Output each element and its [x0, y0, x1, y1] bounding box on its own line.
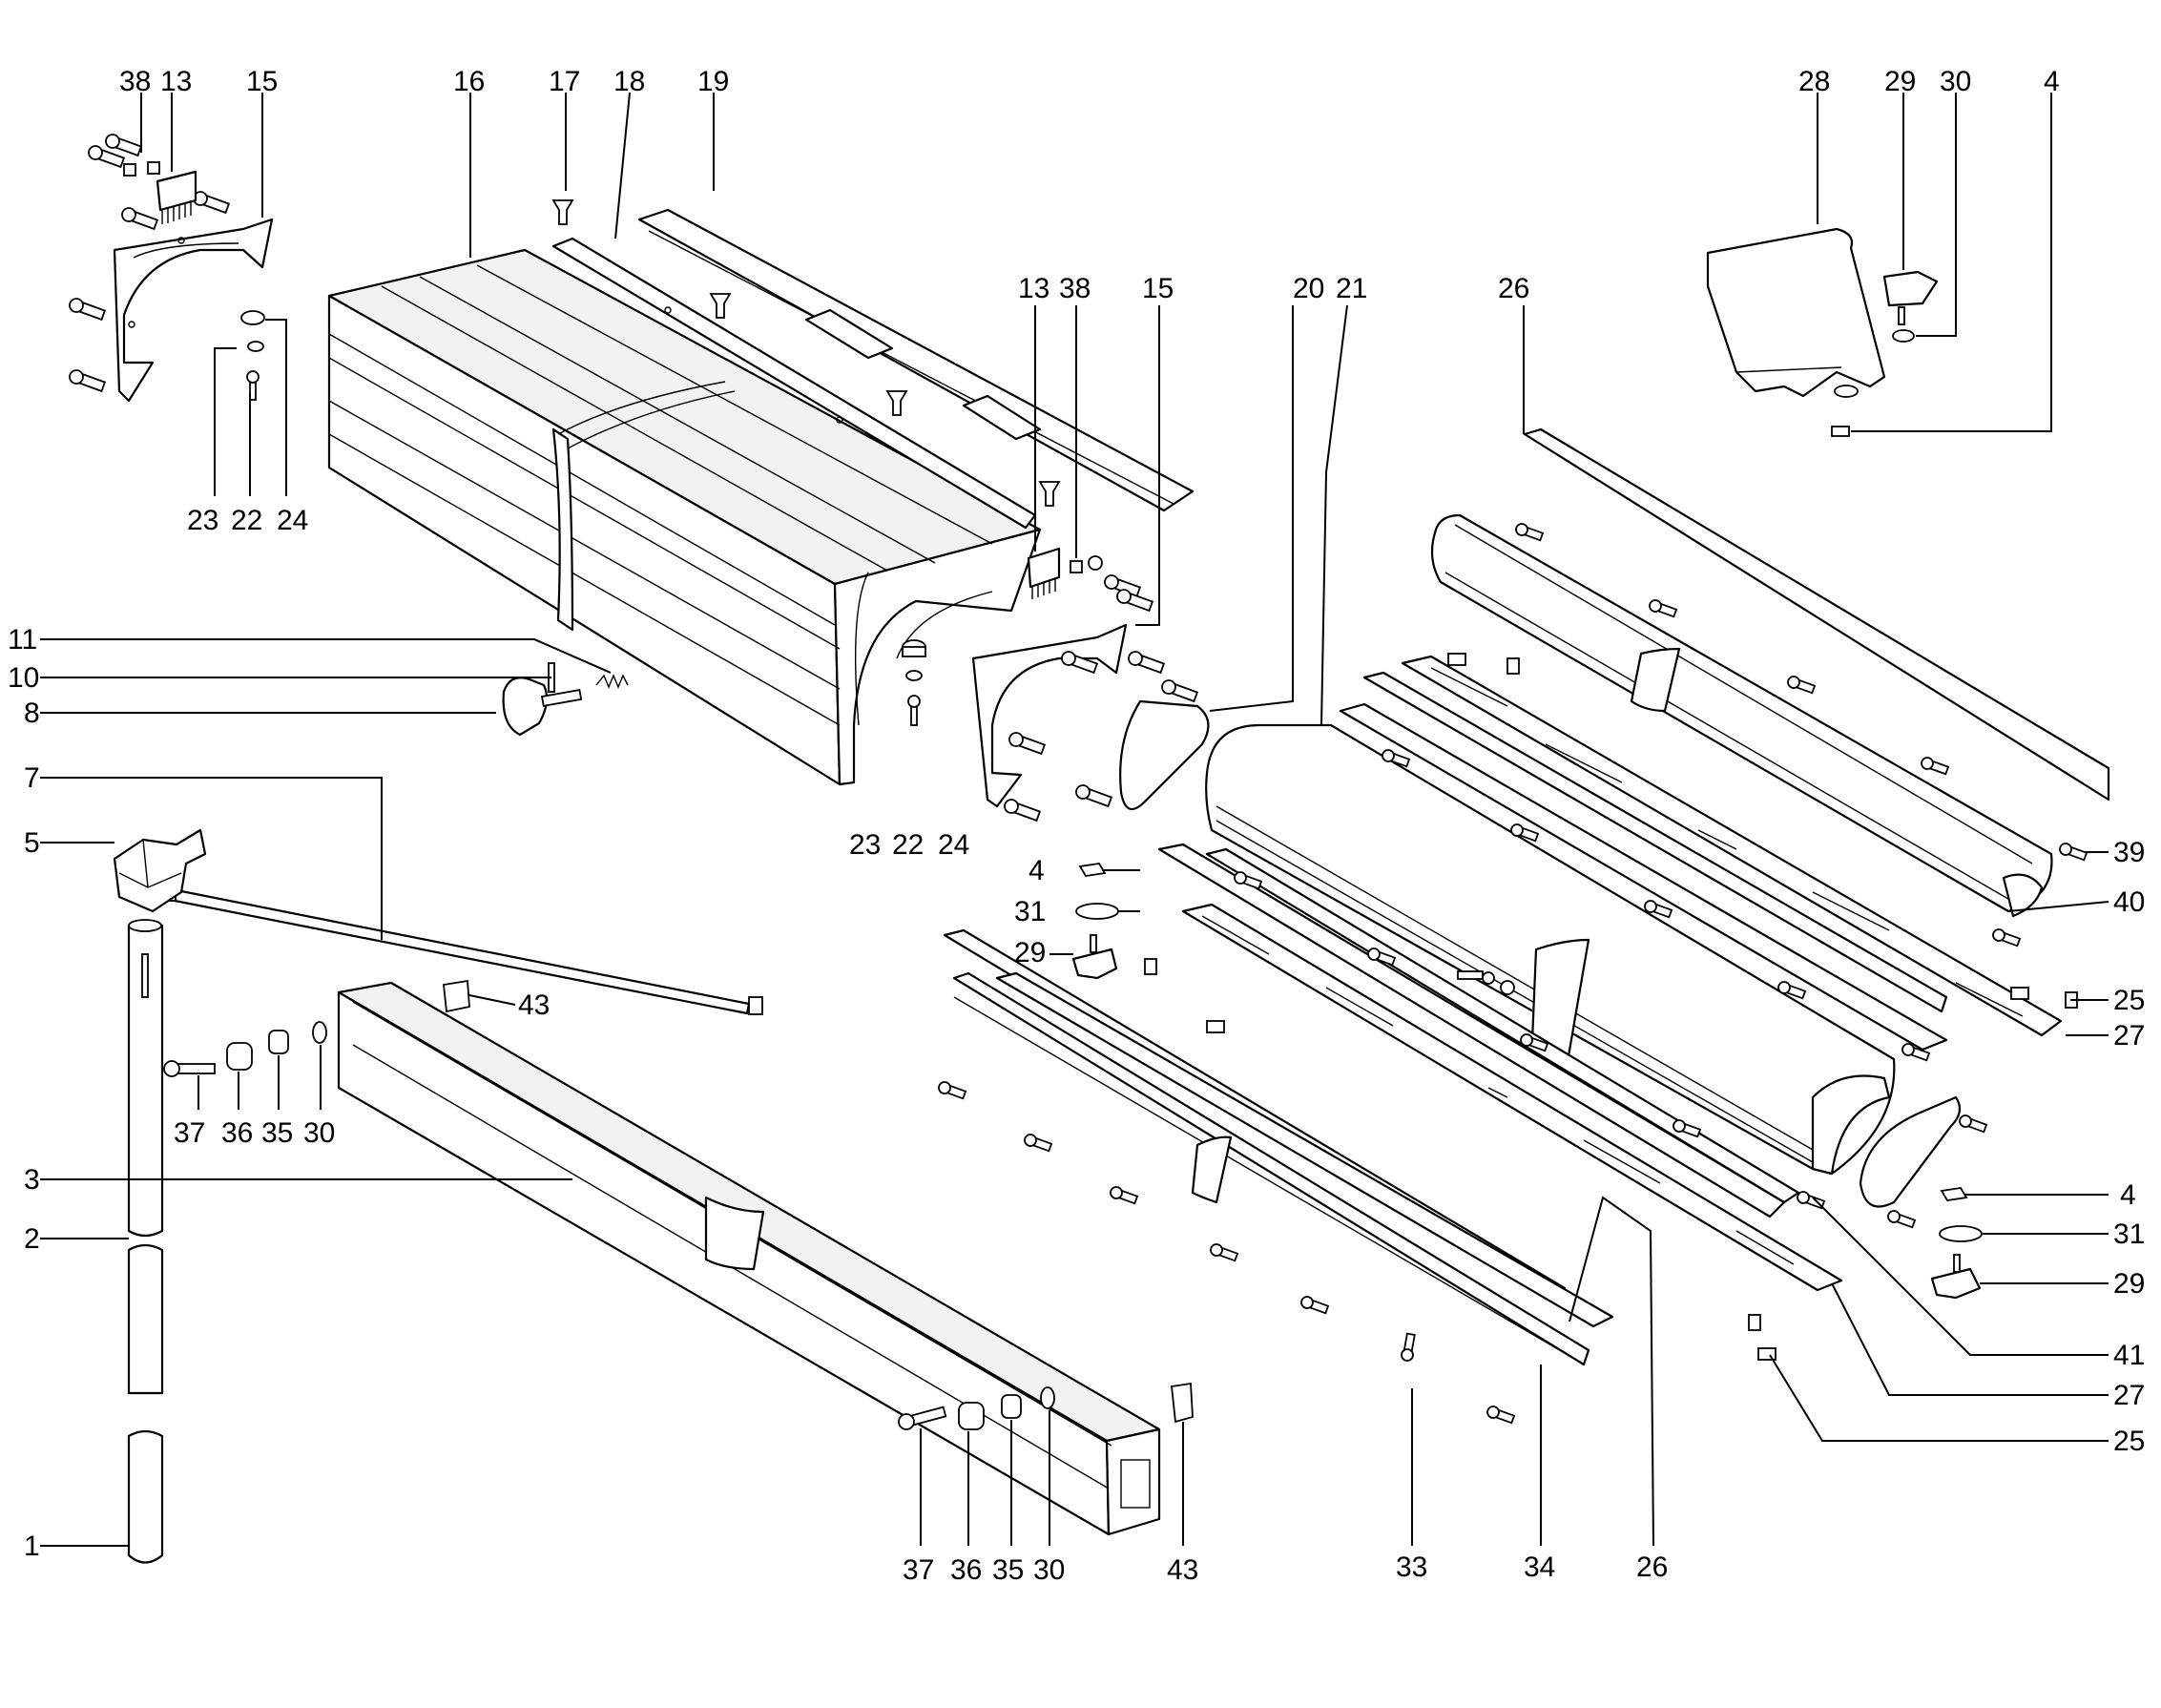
label-28: 28 — [1798, 66, 1830, 97]
label-31b: 31 — [2113, 1219, 2145, 1250]
label-34: 34 — [1524, 1552, 1555, 1583]
strip-upper-middle — [1339, 671, 1948, 1052]
label-22a: 22 — [231, 505, 262, 536]
screws-17 — [551, 199, 1061, 507]
label-26b: 26 — [1636, 1552, 1668, 1583]
label-11: 11 — [8, 624, 37, 656]
leader-lines — [40, 92, 2109, 1547]
label-29b: 29 — [1014, 937, 1046, 969]
cover-21 — [1205, 723, 1896, 1176]
knob-29-top — [1831, 270, 1939, 437]
endcap-20 — [1119, 699, 1210, 811]
label-35a: 35 — [261, 1117, 293, 1149]
label-1: 1 — [24, 1531, 40, 1562]
label-25b: 25 — [2113, 1426, 2145, 1457]
label-4a: 4 — [2044, 66, 2060, 97]
label-23a: 23 — [187, 505, 218, 536]
label-30c: 30 — [1033, 1554, 1065, 1586]
label-43b: 43 — [1167, 1554, 1198, 1586]
label-33: 33 — [1396, 1552, 1427, 1583]
label-15a: 15 — [246, 66, 278, 97]
label-31a: 31 — [1014, 896, 1046, 927]
rail-19 — [637, 208, 1195, 512]
label-17: 17 — [549, 66, 580, 97]
label-29c: 29 — [2113, 1268, 2145, 1300]
hardware-set-a — [163, 1021, 327, 1077]
label-43a: 43 — [518, 989, 550, 1021]
hardware-set-b — [898, 1386, 1055, 1430]
main-extrusion-16 — [327, 248, 1042, 786]
label-35b: 35 — [992, 1554, 1024, 1586]
tube-2 — [127, 919, 164, 1395]
label-2: 2 — [24, 1223, 40, 1255]
label-20: 20 — [1293, 273, 1324, 304]
label-23b: 23 — [849, 829, 881, 861]
label-3: 3 — [24, 1164, 40, 1196]
label-10: 10 — [8, 662, 39, 694]
hardware-set-middle — [1071, 863, 1119, 980]
label-36a: 36 — [221, 1117, 253, 1149]
label-37a: 37 — [174, 1117, 205, 1149]
label-30a: 30 — [1940, 66, 1971, 97]
part-number-labels: 38 13 15 16 17 18 19 23 22 24 13 38 15 2… — [8, 66, 2145, 1586]
endcap-right — [1859, 1095, 1962, 1208]
label-15b: 15 — [1142, 273, 1174, 304]
label-37b: 37 — [903, 1554, 934, 1586]
end-plate-right-15 — [971, 623, 1199, 823]
screws-top-left — [69, 134, 231, 393]
label-5: 5 — [24, 827, 40, 859]
label-27b: 27 — [2113, 1380, 2145, 1411]
clamp-5 — [113, 828, 207, 913]
label-4b: 4 — [1029, 855, 1045, 886]
strip-lower-middle — [1157, 843, 1800, 1219]
label-24a: 24 — [277, 505, 308, 536]
label-39: 39 — [2113, 837, 2145, 868]
label-8: 8 — [24, 698, 40, 729]
label-21: 21 — [1336, 273, 1367, 304]
cap-1 — [127, 1429, 164, 1564]
label-13b: 13 — [1018, 273, 1049, 304]
label-19: 19 — [697, 66, 729, 97]
label-40: 40 — [2113, 886, 2145, 918]
label-41: 41 — [2113, 1340, 2145, 1371]
label-4c: 4 — [2120, 1179, 2136, 1211]
label-7: 7 — [24, 762, 40, 794]
label-29a: 29 — [1884, 66, 1916, 97]
rail-26-top — [1523, 427, 2110, 802]
label-27a: 27 — [2113, 1020, 2145, 1052]
small-blocks — [1144, 653, 2078, 1361]
label-26a: 26 — [1498, 273, 1529, 304]
label-13a: 13 — [160, 66, 192, 97]
screws-scattered — [938, 523, 2088, 1425]
label-30b: 30 — [303, 1117, 335, 1149]
label-18: 18 — [613, 66, 645, 97]
knob-8-pin-10-spring-11 — [502, 662, 629, 737]
rail-34-26-lower — [943, 928, 1614, 1366]
strip-27-lower — [1181, 903, 1843, 1292]
strip-27-top — [1401, 655, 2063, 1037]
hardware-set-right — [1930, 1187, 1983, 1300]
end-plate-left — [113, 218, 274, 403]
label-16: 16 — [453, 66, 485, 97]
washer-screw-23-22-24-a — [240, 310, 265, 401]
housing-40 — [1430, 513, 2053, 918]
beam-3 — [337, 981, 1161, 1536]
clamp-13-middle — [1027, 547, 1154, 613]
label-25a: 25 — [2113, 985, 2145, 1016]
nut-43 — [443, 979, 1194, 1424]
tray-28 — [1706, 227, 1886, 398]
label-22b: 22 — [892, 829, 924, 861]
label-38b: 38 — [1059, 273, 1091, 304]
label-38a: 38 — [119, 66, 151, 97]
label-36b: 36 — [950, 1554, 982, 1586]
washer-screw-23-22-24-b — [902, 639, 926, 726]
label-24b: 24 — [938, 829, 969, 861]
